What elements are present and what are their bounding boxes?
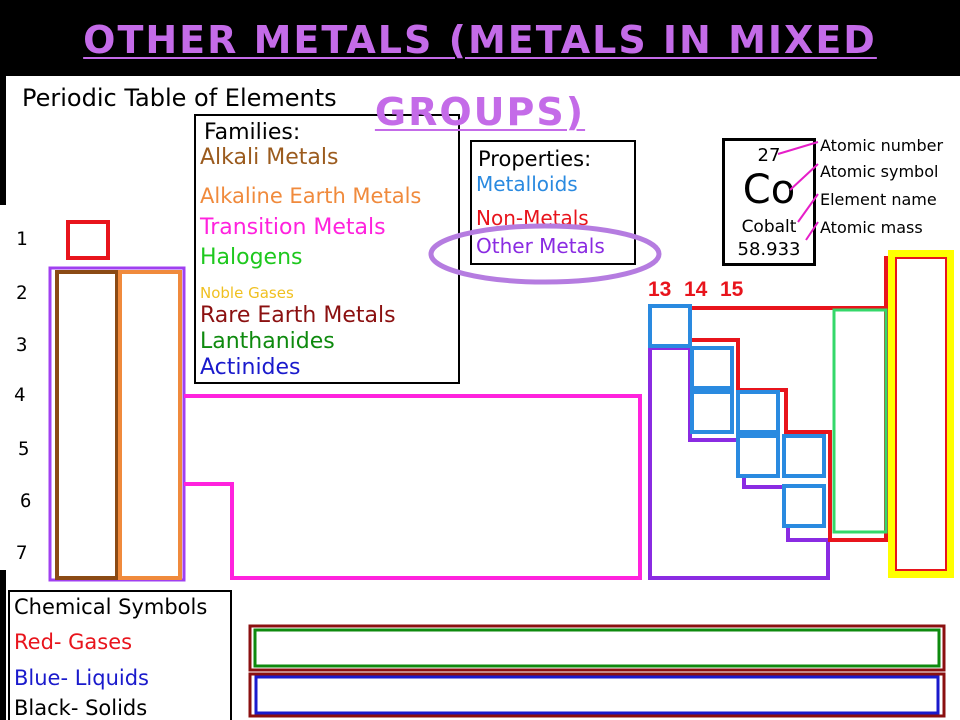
group-number: 13 <box>648 278 672 301</box>
property-legend-item: Metalloids <box>476 172 578 196</box>
period-number: 6 <box>20 490 32 512</box>
period-number: 3 <box>16 334 28 356</box>
metalloid-box <box>648 304 692 348</box>
element-key-number: 27 <box>757 145 781 166</box>
properties-heading: Properties: <box>478 147 592 171</box>
metalloid-box <box>690 390 734 434</box>
chemical-symbol-item: Blue- Liquids <box>14 666 150 690</box>
group-number: 15 <box>720 278 744 301</box>
group-number: 14 <box>684 278 708 301</box>
metalloid-box <box>736 434 780 478</box>
family-legend-item: Halogens <box>200 245 303 270</box>
metalloid-box <box>782 484 826 528</box>
family-legend-item: Alkali Metals <box>200 145 339 170</box>
alkaline-earth-column <box>118 270 182 580</box>
lanthanides-row-outer <box>248 624 946 672</box>
period-number: 2 <box>16 282 28 304</box>
slide-title: OTHER METALS (METALS IN MIXED GROUPS) <box>83 18 877 134</box>
chemical-symbol-item: Red- Gases <box>14 630 133 654</box>
periodic-table-title: Periodic Table of Elements <box>22 84 337 112</box>
period-number: 7 <box>16 542 28 564</box>
hydrogen-box <box>66 220 110 260</box>
element-key-pointers <box>777 141 819 241</box>
chemical-symbol-item: Black- Solids <box>14 696 148 720</box>
metalloid-box <box>690 346 734 390</box>
halogens-column <box>832 308 888 534</box>
family-legend-item: Transition Metals <box>200 215 386 240</box>
property-legend-item: Other Metals <box>476 234 605 258</box>
period-number: 5 <box>18 438 30 460</box>
element-key-mass: 58.933 <box>737 239 801 260</box>
noble-gases-column <box>888 250 954 578</box>
period-number: 1 <box>16 228 28 250</box>
element-key-label: Atomic symbol <box>820 162 939 181</box>
highlight-ellipse <box>428 223 662 285</box>
families-heading: Families: <box>204 120 301 145</box>
element-key-label: Element name <box>820 190 937 209</box>
actinides-row-outer <box>248 672 946 718</box>
element-key-name: Cobalt <box>741 217 797 237</box>
family-legend-item: Noble Gases <box>200 284 294 302</box>
element-key-label: Atomic mass <box>820 218 923 237</box>
period-number: 4 <box>14 384 26 406</box>
element-key-label: Atomic number <box>820 136 944 155</box>
family-legend-item: Actinides <box>200 355 301 380</box>
lanthanides-row <box>253 628 941 668</box>
transition-metals-outline <box>184 394 642 580</box>
element-key-box: 27 Co Cobalt 58.933 <box>722 138 816 266</box>
metalloid-box <box>782 434 826 478</box>
family-legend-item: Lanthanides <box>200 329 335 354</box>
chemical-symbols-heading: Chemical Symbols <box>14 595 208 619</box>
family-legend-item: Rare Earth Metals <box>200 303 396 328</box>
left-panel-strip <box>0 205 6 570</box>
family-legend-item: Alkaline Earth Metals <box>200 184 422 208</box>
actinides-row <box>254 675 940 715</box>
element-key-symbol: Co <box>742 167 796 213</box>
alkali-metals-column <box>55 270 119 580</box>
noble-gases-inner <box>895 257 947 571</box>
metalloid-box <box>736 390 780 434</box>
